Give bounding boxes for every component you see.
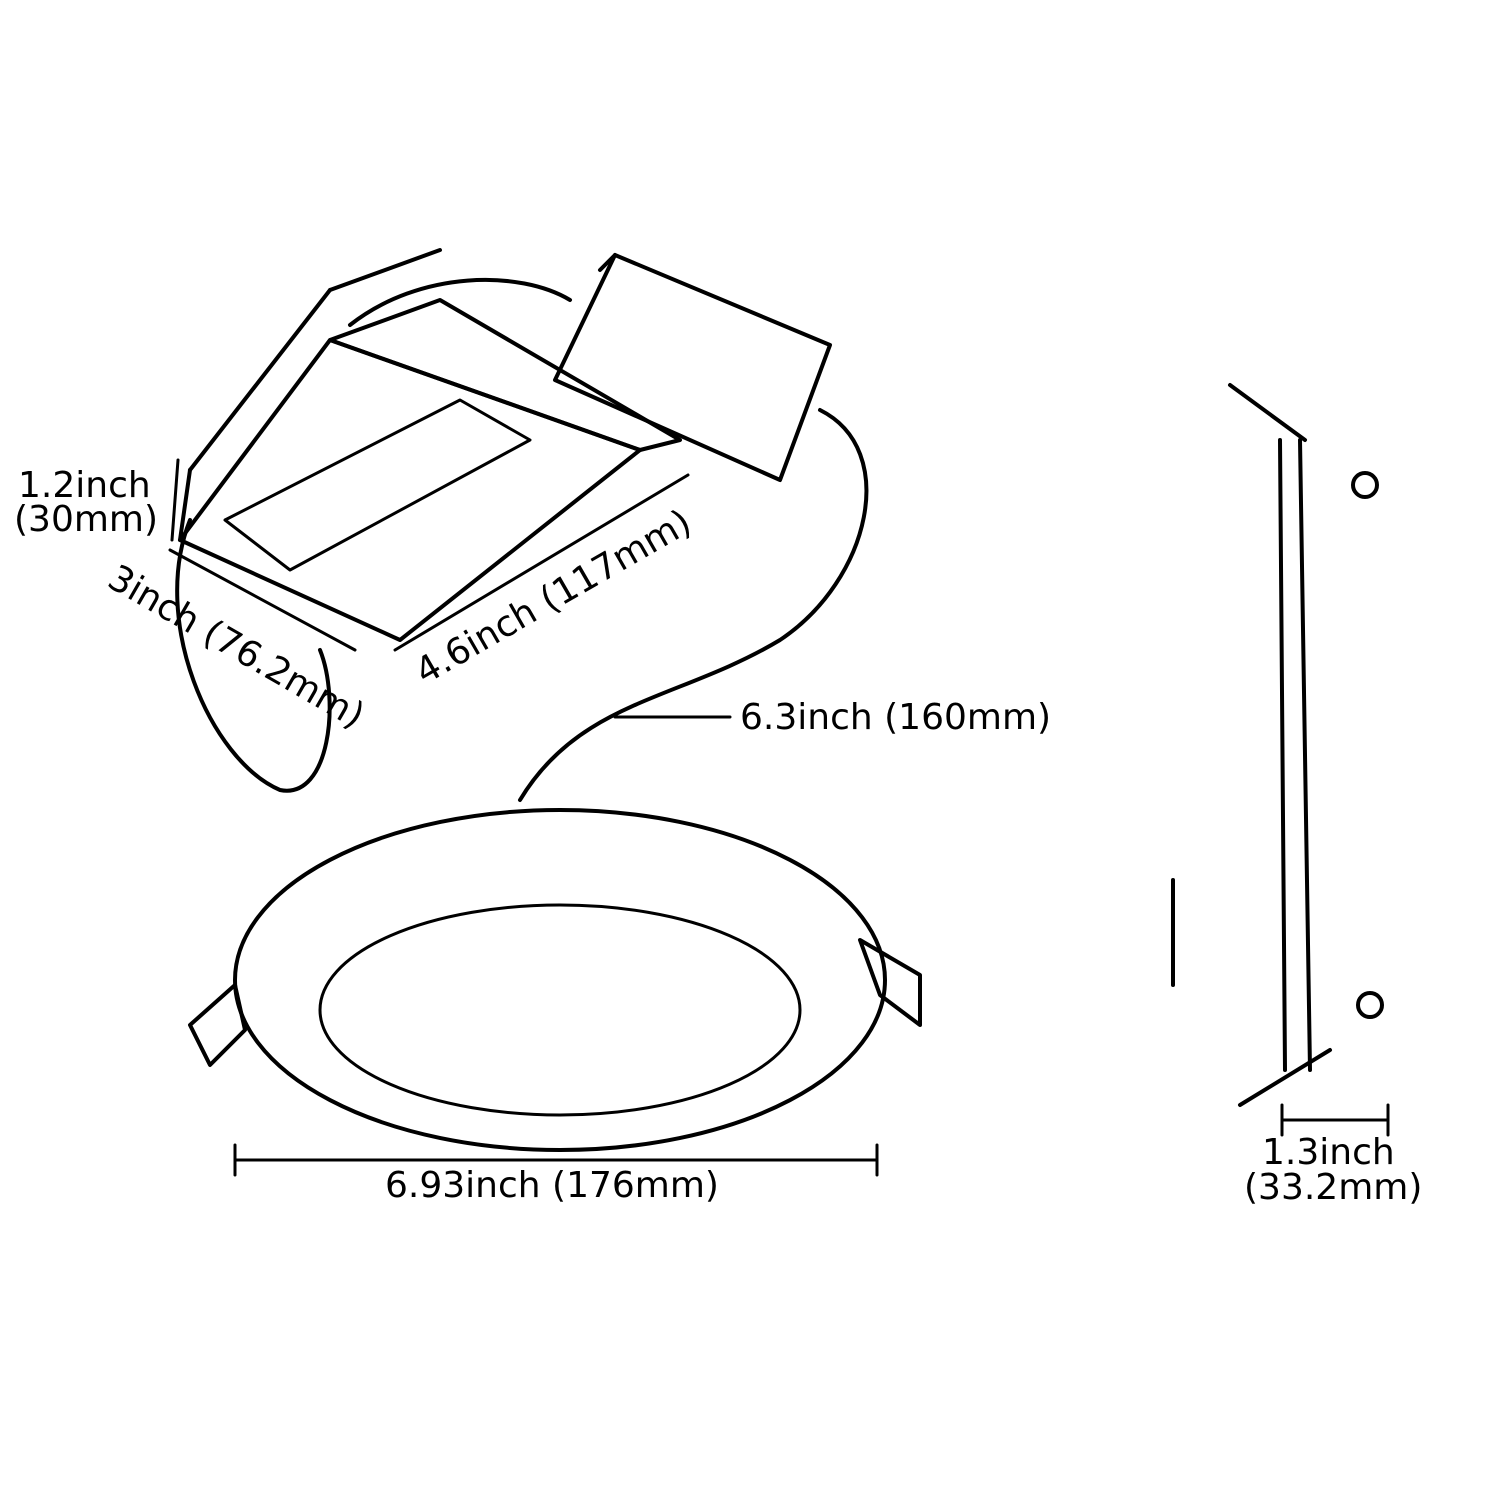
panel-light xyxy=(188,808,922,1152)
cable-length-label: 6.3inch (160mm) xyxy=(740,697,1052,738)
cable-loop xyxy=(348,277,572,327)
panel-height-inch-label: 1.3inch xyxy=(1262,1132,1395,1173)
cable-left xyxy=(175,518,332,793)
diameter-label: 6.93inch (176mm) xyxy=(385,1165,719,1206)
panel-side-profile xyxy=(1171,383,1384,1107)
cable-main xyxy=(518,408,869,802)
junction-box xyxy=(178,248,682,642)
height-mm-label: (30mm) xyxy=(14,499,159,540)
panel-height-mm-label: (33.2mm) xyxy=(1244,1167,1423,1208)
driver-box xyxy=(553,253,832,482)
dimension-lines xyxy=(168,458,1390,1177)
height-inch-label: 1.2inch xyxy=(18,465,151,506)
